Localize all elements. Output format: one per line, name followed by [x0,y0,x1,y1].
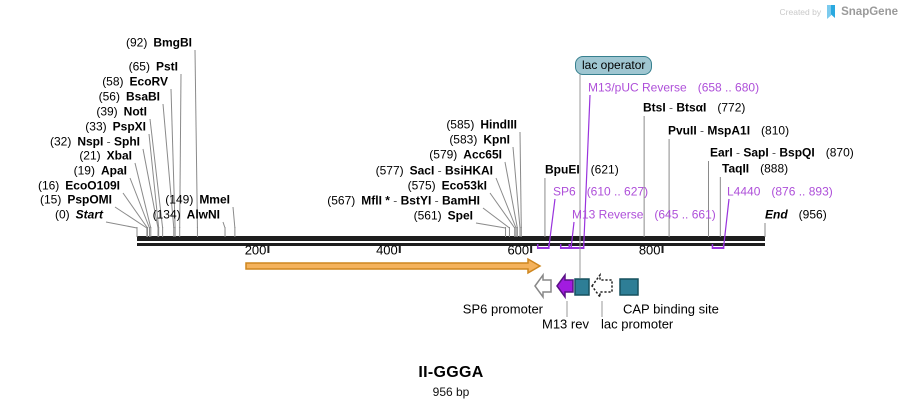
site-label: (16)EcoO109I [37,178,120,193]
primer-callout-line [723,198,730,248]
site-callout-line [170,88,176,229]
site-label: (65)PstI [128,59,178,74]
site-label: (561)SpeI [413,208,473,223]
primer-callout-line [548,198,556,248]
axis-tick-label: 200 [244,242,267,258]
created-by-text: Created by [779,7,822,17]
site-callout-line [122,192,148,229]
site-label: (39)NotI [96,104,147,119]
site-callout-line [149,118,164,229]
site-callout-line [512,146,521,229]
site-label: (577)SacI - BsiHKAI [375,163,493,178]
map-title-block: II-GGGA 956 bp [418,364,483,399]
site-label: BpuEI(621) [545,162,619,177]
construct-size: 956 bp [432,385,470,399]
primer-callout-line [583,94,591,248]
map-backbone-bottom-line [137,243,765,246]
site-label: PvuII - MspA1I(810) [668,123,790,138]
site-callout-line [489,192,516,229]
site-callout-line [232,206,236,229]
m13-rev-primer-arrow [556,272,574,300]
primer-label: M13 Reverse(645 .. 661) [572,207,716,222]
feature-label: M13 rev [542,316,589,332]
site-label: (32)NspI - SphI [49,134,140,149]
site-callout-line [222,221,226,229]
site-label: TaqII(888) [722,161,789,176]
site-callout-line [504,161,518,229]
primer-label: M13/pUC Reverse(658 .. 680) [588,80,760,95]
lac-promoter-arrow [591,272,613,300]
sp6-promoter-arrow [534,272,552,300]
site-callout-line [475,222,506,229]
axis-tick-label: 800 [638,242,661,258]
site-label: (56)BsaBI [98,89,160,104]
lac-operator-badge: lac operator [575,56,653,75]
site-callout-line [194,49,198,229]
site-label: (149)MmeI [165,192,230,207]
primer-label: SP6(610 .. 627) [553,184,649,199]
site-label: (21)XbaI [79,148,132,163]
site-label: (0)Start [54,207,103,222]
site-callout-line [482,207,510,229]
orange-feature-arrow [245,257,542,275]
site-callout-line [179,73,182,229]
construct-name: II-GGGA [418,364,484,381]
site-callout-line [495,177,517,229]
site-callout-line [114,206,148,229]
site-label: (567)MflI * - BstYI - BamHI [327,193,480,208]
snapgene-text: SnapGene [841,6,898,18]
snapgene-logo-icon [827,5,836,19]
site-callout-line [519,131,522,229]
site-label: (92)BmgBI [125,35,192,50]
site-callout-line [129,177,150,229]
primer-label: L4440(876 .. 893) [727,184,833,199]
site-label: (134)AlwNI [152,207,220,222]
site-label: (579)Acc65I [429,147,502,162]
cap-binding-site-feature [619,278,639,296]
snapgene-branding: Created by SnapGene [780,5,898,19]
site-callout-line [162,103,175,229]
feature-label: SP6 promoter [462,301,543,317]
site-label: (583)KpnI [449,132,510,147]
site-callout-line [134,162,152,229]
site-label: (575)Eco53kI [407,178,487,193]
site-label: BtsI - BtsαI(772) [643,100,746,115]
lac-operator-feature [574,278,590,296]
site-label: (58)EcoRV [102,74,168,89]
axis-tick-label: 600 [507,242,530,258]
site-label: (19)ApaI [73,163,127,178]
site-callout-line [142,148,159,229]
site-label: End(956) [765,207,827,222]
feature-label: lac promoter [601,316,674,332]
site-label: (33)PspXI [85,119,146,134]
site-callout-line [148,133,160,229]
axis-tick-label: 400 [376,242,398,258]
primer-callout-line [570,221,575,248]
site-callout-line [105,221,138,229]
site-label: (15)PspOMI [39,192,112,207]
site-label: EarI - SapI - BspQI(870) [710,145,854,160]
feature-label: CAP binding site [623,301,719,317]
site-label: (585)HindIII [446,117,517,132]
map-backbone-top-line [137,236,765,241]
